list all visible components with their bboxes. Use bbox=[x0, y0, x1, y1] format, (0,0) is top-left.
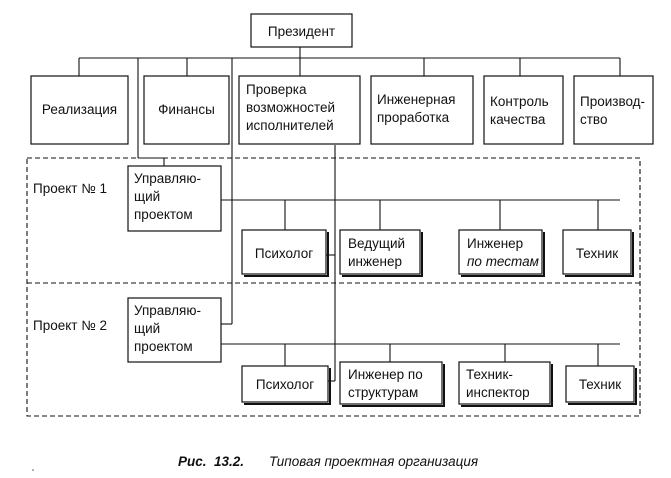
project-2-inspector-line2: инспектор bbox=[466, 385, 530, 400]
project-2-label: Проект № 2 bbox=[33, 318, 107, 333]
department-finance-label: Финансы bbox=[158, 102, 215, 117]
project-1-technician-label: Техник bbox=[576, 246, 618, 261]
project-1-psychologist-box: Психолог bbox=[241, 229, 327, 275]
department-engineering-line2: проработка bbox=[377, 110, 450, 125]
department-contractor-check: Проверка возможностей исполнителей bbox=[238, 75, 361, 145]
caption-prefix: Рис. 13.2. bbox=[178, 454, 244, 469]
figure-caption: Рис. 13.2. Типовая проектная организация bbox=[178, 454, 478, 469]
department-contractor-check-line1: Проверка bbox=[246, 82, 307, 97]
department-production: Производ- ство bbox=[573, 75, 654, 145]
project-1-psychologist-label: Психолог bbox=[255, 246, 313, 261]
project-2-manager-line1: Управляю- bbox=[134, 303, 201, 318]
project-regions bbox=[26, 157, 641, 417]
department-quality-line2: качества bbox=[490, 112, 546, 127]
department-sales: Реализация bbox=[30, 75, 129, 145]
connector-lines bbox=[78, 47, 621, 382]
project-2-technician-box: Техник bbox=[565, 365, 635, 403]
project-2-psychologist-box: Психолог bbox=[241, 365, 329, 403]
project-2-structures-engineer-line1: Инженер по bbox=[348, 367, 423, 382]
president-label: Президент bbox=[268, 24, 335, 39]
project-2-inspector-box: Техник- инспектор bbox=[458, 361, 551, 405]
project-1-manager-line3: проектом bbox=[134, 207, 193, 222]
project-1-test-engineer-box: Инженер по тестам bbox=[458, 229, 543, 275]
project-1-label: Проект № 1 bbox=[33, 181, 107, 196]
project-1-manager-line2: щий bbox=[134, 189, 160, 204]
president-box: Президент bbox=[250, 13, 353, 48]
project-2-structures-engineer-box: Инженер по структурам bbox=[339, 361, 443, 405]
department-quality: Контроль качества bbox=[483, 75, 564, 145]
project-2-manager-line2: щий bbox=[134, 321, 160, 336]
caption-text: Типовая проектная организация bbox=[269, 454, 478, 469]
department-sales-label: Реализация bbox=[42, 102, 117, 117]
project-1-lead-engineer-line2: инженер bbox=[348, 254, 402, 269]
project-2-manager-box: Управляю- щий проектом bbox=[127, 297, 222, 363]
project-2-manager-line3: проектом bbox=[134, 339, 193, 354]
scan-dot bbox=[32, 469, 34, 471]
department-finance: Финансы bbox=[143, 75, 230, 145]
project-1-lead-engineer-box: Ведущий инженер bbox=[339, 229, 421, 275]
project-1-technician-box: Техник bbox=[562, 229, 632, 275]
project-1-test-engineer-line1: Инженер bbox=[467, 236, 523, 251]
department-quality-line1: Контроль bbox=[490, 94, 549, 109]
department-contractor-check-line3: исполнителей bbox=[246, 118, 334, 133]
project-1-manager-line1: Управляю- bbox=[134, 171, 201, 186]
department-engineering: Инженерная проработка bbox=[370, 75, 474, 145]
department-contractor-check-line2: возможностей bbox=[246, 100, 335, 115]
project-1-test-engineer-line2: по тестам bbox=[467, 254, 539, 269]
department-production-line2: ство bbox=[580, 112, 607, 127]
project-2-technician-label: Техник bbox=[579, 377, 621, 392]
project-2-structures-engineer-line2: структурам bbox=[348, 385, 418, 400]
project-2-inspector-line1: Техник- bbox=[466, 367, 513, 382]
department-production-line1: Производ- bbox=[580, 94, 645, 109]
project-1-lead-engineer-line1: Ведущий bbox=[348, 236, 405, 251]
project-1-manager-box: Управляю- щий проектом bbox=[127, 165, 222, 232]
department-engineering-line1: Инженерная bbox=[377, 92, 455, 107]
project-2-psychologist-label: Психолог bbox=[256, 377, 314, 392]
